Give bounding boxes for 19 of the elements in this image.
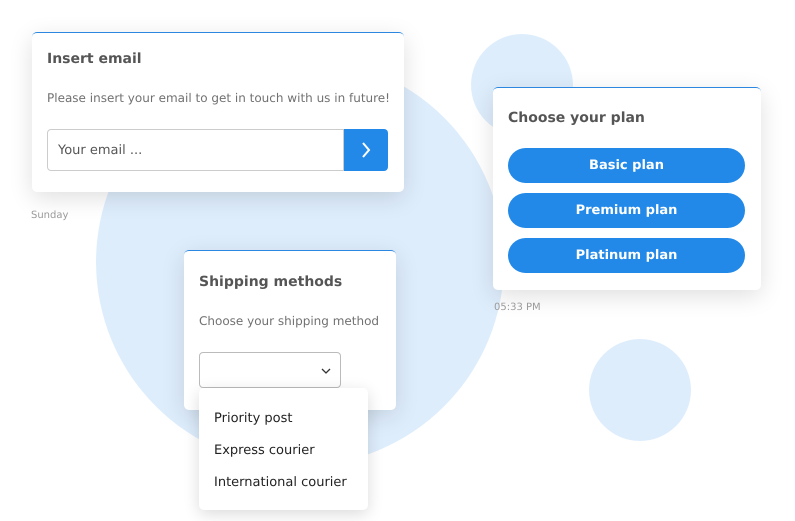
timestamp-label: 05:33 PM — [494, 302, 541, 313]
card-title: Choose your plan — [508, 110, 645, 126]
menu-option: Priority post — [214, 411, 292, 426]
plan-button: Premium plan — [508, 193, 745, 228]
card-text: Please insert your email to get in touch with us in future! — [47, 91, 390, 105]
plan-card — [493, 87, 761, 290]
plan-button: Basic plan — [508, 148, 745, 183]
select-field — [199, 352, 341, 388]
email-card — [32, 32, 404, 192]
card-title: Shipping methods — [199, 274, 342, 290]
dropdown-menu — [199, 388, 368, 510]
card-title: Insert email — [47, 51, 142, 67]
plan-button: Platinum plan — [508, 238, 745, 273]
card-text: Choose your shipping method — [199, 314, 380, 328]
menu-option: Express courier — [214, 443, 315, 458]
email-input-field: Your email ... — [47, 129, 344, 171]
menu-option: International courier — [214, 475, 347, 490]
submit-button — [344, 129, 388, 171]
timestamp-label: Sunday — [31, 210, 68, 221]
